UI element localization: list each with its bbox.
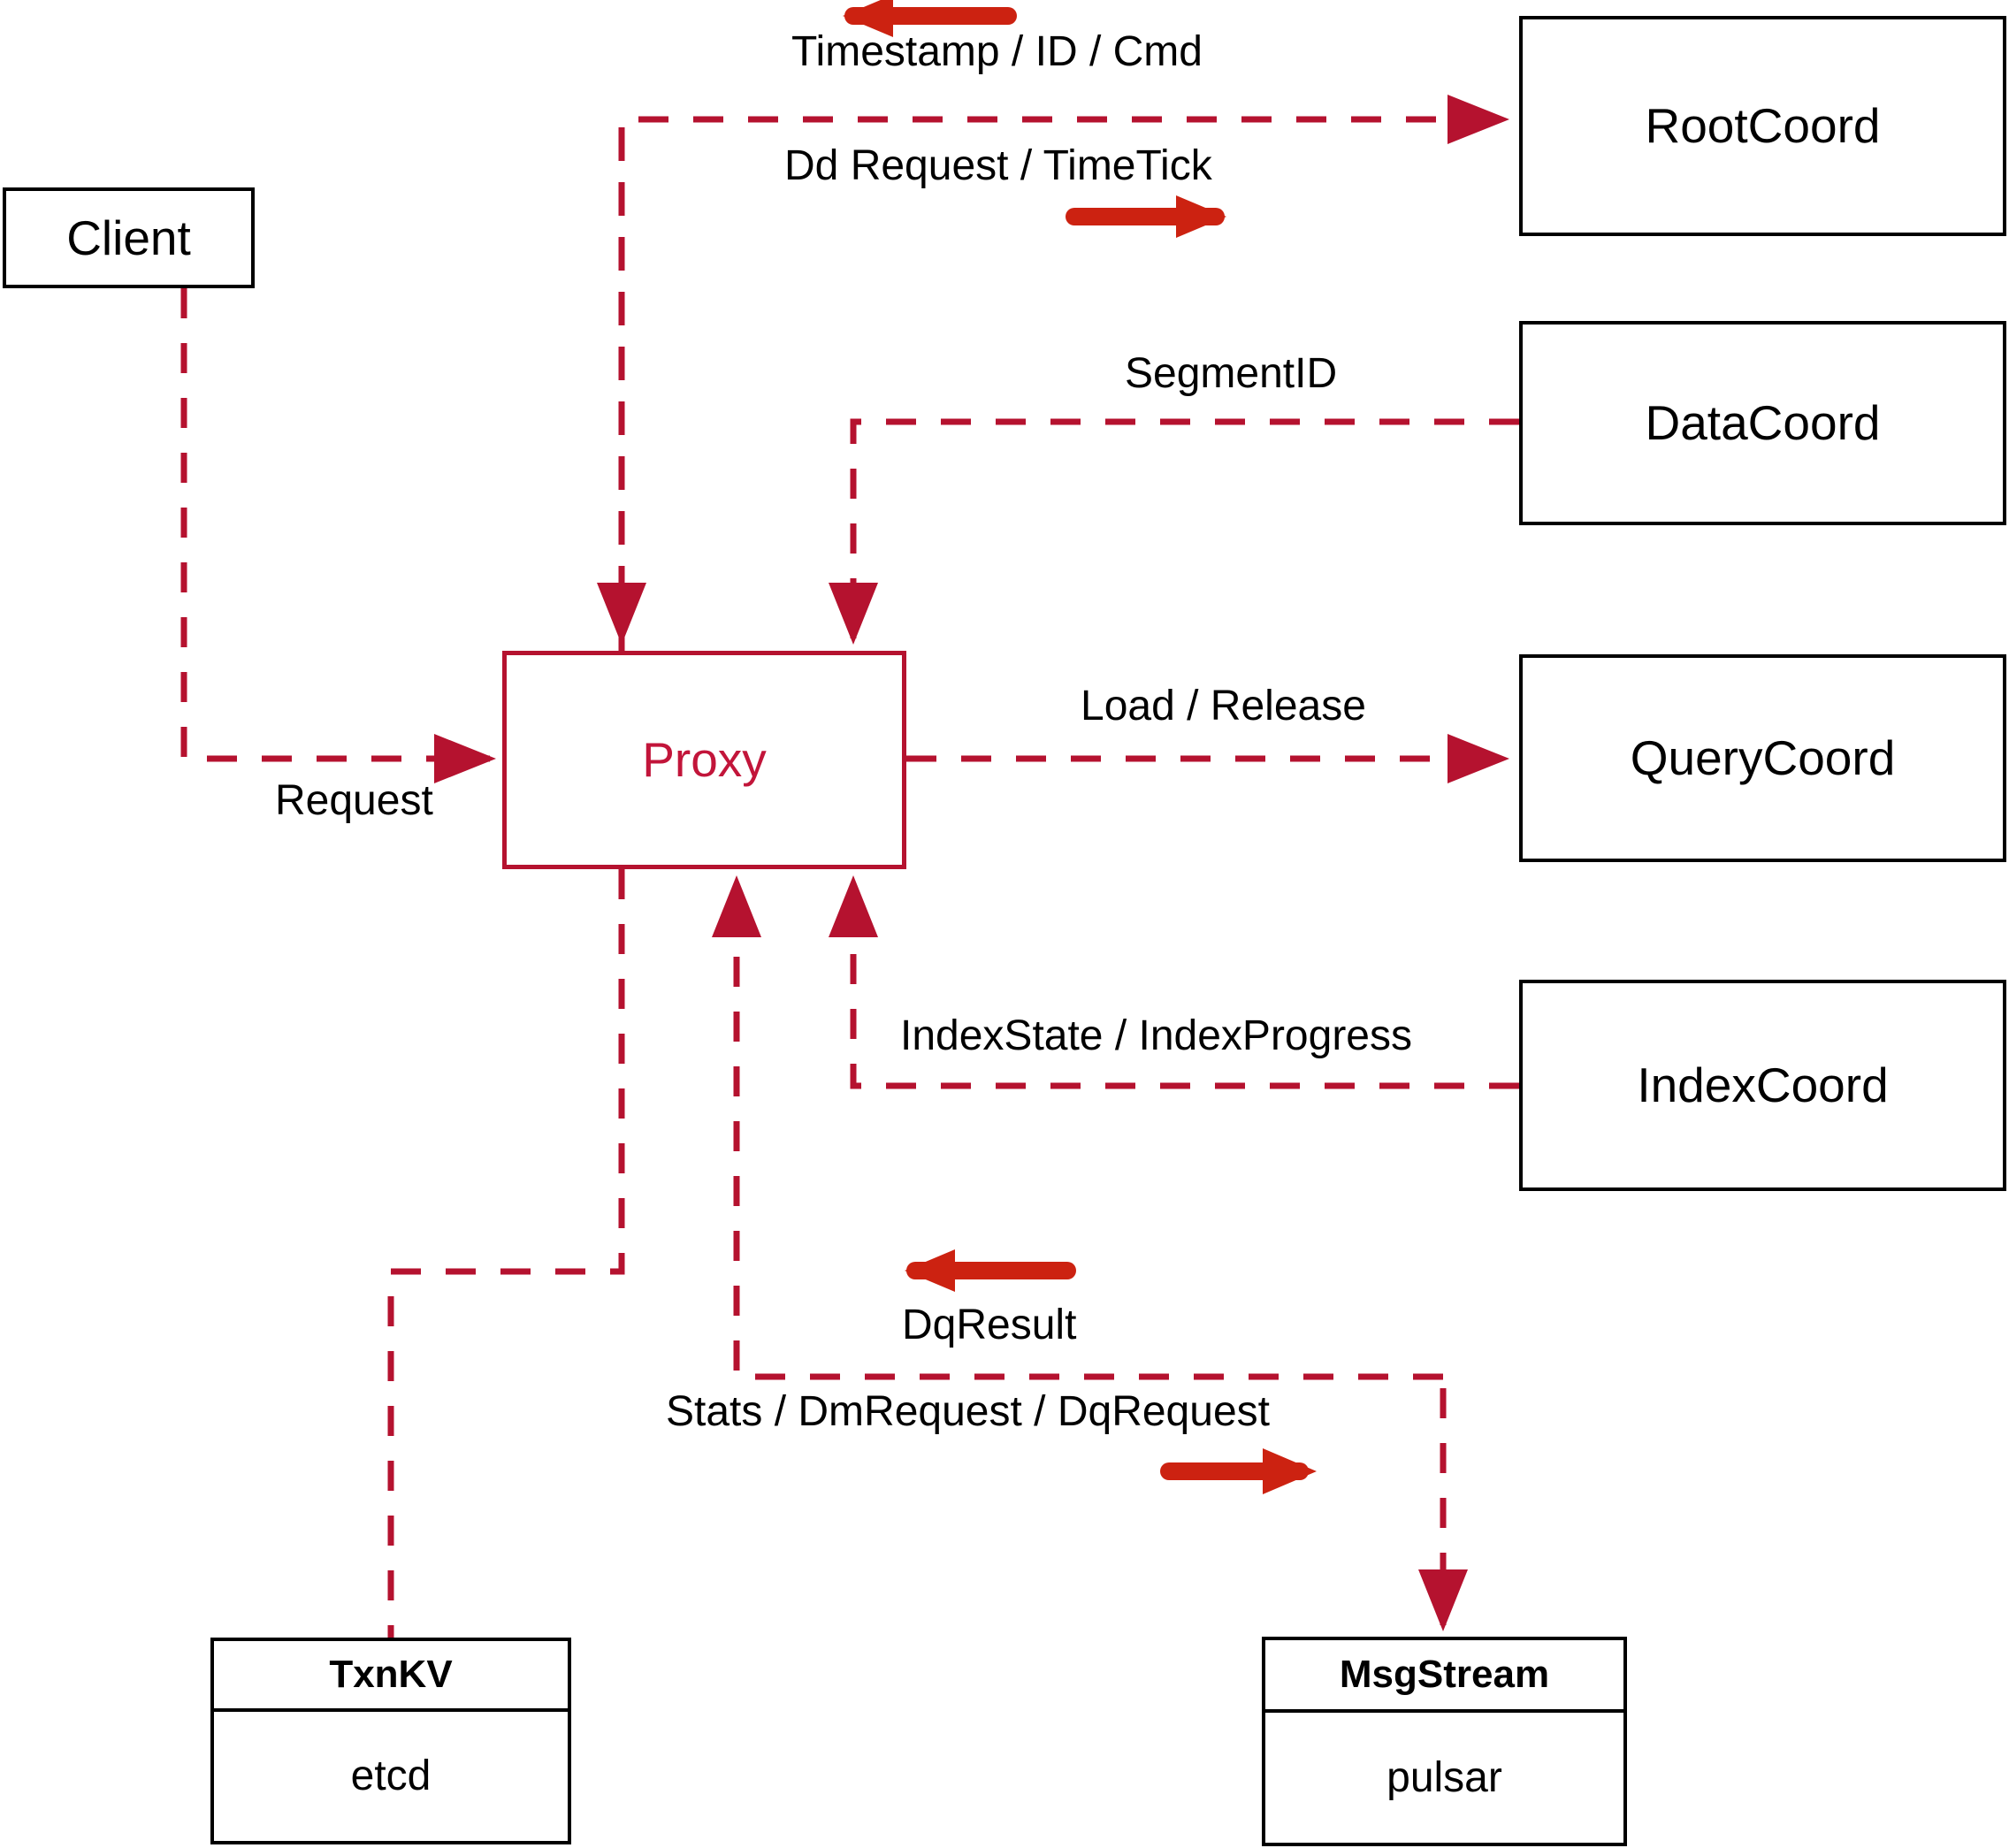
node-proxy[interactable]: Proxy [502, 651, 906, 869]
edge-label-segmentid: SegmentID [1125, 350, 1338, 397]
edge-proxy-to-rootcoord [618, 95, 1509, 651]
node-rootcoord-label: RootCoord [1645, 98, 1881, 153]
edge-indexcoord-to-proxy [829, 875, 1519, 1089]
store-msgstream-impl: pulsar [1386, 1753, 1502, 1801]
store-msgstream-title: MsgStream [1265, 1640, 1623, 1713]
edge-label-stats-dmrequest-dqrequest: Stats / DmRequest / DqRequest [666, 1388, 1270, 1435]
edge-label-timestamp-id-cmd: Timestamp / ID / Cmd [791, 28, 1203, 75]
store-txnkv-title: TxnKV [214, 1641, 568, 1712]
store-txnkv[interactable]: TxnKV etcd [210, 1638, 571, 1844]
edge-label-dd-request-timetick: Dd Request / TimeTick [784, 142, 1212, 189]
node-indexcoord-label: IndexCoord [1637, 1058, 1889, 1112]
direction-arrow-left-dqresult [905, 1249, 1076, 1292]
direction-arrow-right-ddrequest [1066, 195, 1226, 238]
node-client[interactable]: Client [3, 187, 255, 288]
edge-label-dqresult: DqResult [902, 1302, 1077, 1348]
node-querycoord-label: QueryCoord [1630, 730, 1896, 785]
node-datacoord-label: DataCoord [1645, 395, 1881, 450]
node-datacoord[interactable]: DataCoord [1519, 321, 2006, 525]
direction-arrow-left-timestamp [843, 0, 1017, 37]
node-proxy-label: Proxy [642, 732, 767, 787]
node-querycoord[interactable]: QueryCoord [1519, 654, 2006, 862]
node-client-label: Client [66, 210, 191, 265]
direction-arrow-right-stats [1160, 1448, 1317, 1494]
edge-label-indexstate-indexprogress: IndexState / IndexProgress [900, 1012, 1412, 1059]
node-indexcoord[interactable]: IndexCoord [1519, 980, 2006, 1191]
edge-label-request: Request [275, 777, 433, 824]
edge-label-load-release: Load / Release [1081, 683, 1366, 729]
node-rootcoord[interactable]: RootCoord [1519, 16, 2006, 236]
edge-msgstream-to-proxy [712, 875, 1443, 1380]
store-txnkv-impl: etcd [350, 1753, 432, 1799]
edge-proxy-to-txnkv [387, 869, 625, 1638]
edge-datacoord-to-proxy [829, 418, 1519, 645]
edge-client-to-proxy [180, 288, 496, 783]
store-msgstream[interactable]: MsgStream pulsar [1262, 1637, 1627, 1846]
